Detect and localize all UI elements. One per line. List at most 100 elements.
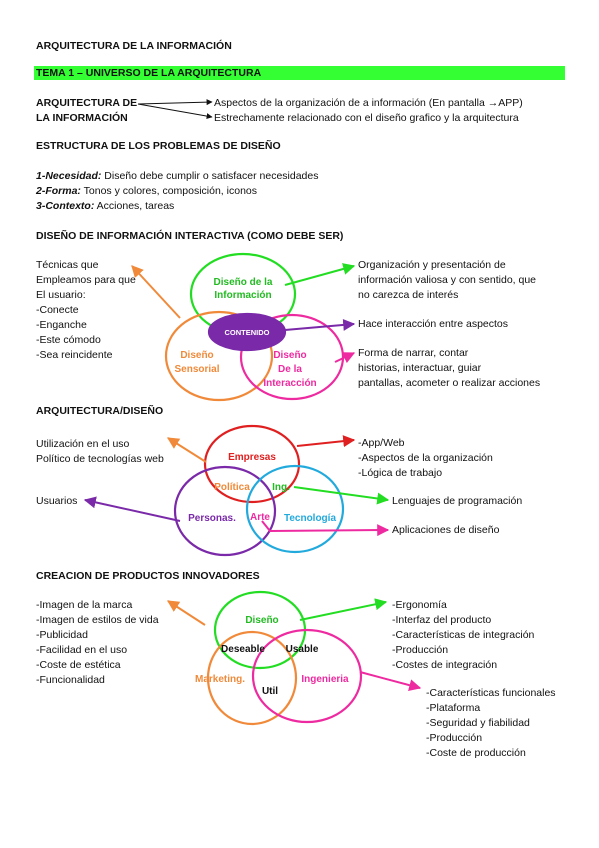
creacion-bottom-list: -Características funcionales -Plataforma… [426,686,556,761]
list-item: -Características funcionales [426,687,556,699]
arrow [83,496,181,522]
circle-right-line3: Interacción [263,378,316,389]
circle-right-line1: Diseño [273,350,306,361]
arq-point-1: Aspectos de la organización de a informa… [214,97,523,109]
diseno-label: Diseño [245,615,278,626]
arqdis-left-bottom: Usuarios [36,495,78,507]
list-item: -Producción [426,732,483,744]
list-item: -Ergonomía [392,599,447,611]
interactiva-heading: DISEÑO DE INFORMACIÓN INTERACTIVA (COMO … [36,230,344,242]
personas-label: Personas. [188,513,236,524]
arrow [284,263,356,286]
topic-banner [34,66,565,80]
list-item: Utilización en el uso [36,438,130,450]
usable-label: Usable [286,644,319,655]
circle-left-line2: Sensorial [174,364,219,375]
list-item: -Conecte [36,304,79,316]
estructura-item-2: 2-Forma: Tonos y colores, composición, i… [36,185,257,197]
ingenieria-label: Ingenieria [301,674,349,685]
list-item: Técnicas que [36,259,99,271]
interactiva-right-top: Organización y presentación de informaci… [358,258,536,303]
list-item: -App/Web [358,437,405,449]
arrow [137,99,213,106]
list-item: -Lógica de trabajo [358,467,443,479]
creacion-heading: CREACION DE PRODUCTOS INNOVADORES [36,570,260,582]
arrow [284,318,356,331]
arqdis-left-top: Utilización en el uso Político de tecnol… [36,437,164,467]
arrow [166,437,207,463]
document-title: ARQUITECTURA DE LA INFORMACIÓN [36,40,232,52]
list-item: Forma de narrar, contar [358,347,469,359]
circle-ingenieria [251,628,363,724]
list-item: Empleamos para que [36,274,136,286]
list-item: -Imagen de estilos de vida [36,614,159,626]
list-item: -Enganche [36,319,87,331]
arte-label: Arte [250,512,270,523]
circle-right-line2: De la [278,364,302,375]
estructura-item-label: 1-Necesidad: [36,170,102,182]
arqdis-heading: ARQUITECTURA/DISEÑO [36,405,164,417]
arrow [359,671,422,692]
arq-label-line1: ARQUITECTURA DE [36,97,138,109]
estructura-item-3: 3-Contexto: Acciones, tareas [36,200,175,212]
ing-label: Ing. [272,482,290,493]
circle-empresas [203,424,301,504]
arrow [137,103,213,120]
list-item: -Imagen de la marca [36,599,133,611]
list-item: -Sea reincidente [36,349,113,361]
arrow [261,520,390,537]
list-item: -Coste de estética [36,659,121,671]
arrow [299,598,388,621]
interactiva-diagram [131,252,356,402]
util-label: Util [262,686,278,697]
arq-label-line2: LA INFORMACIÓN [36,112,128,124]
arrow [296,435,356,448]
list-item: información valiosa y con sentido, que [358,274,537,286]
estructura-heading: ESTRUCTURA DE LOS PROBLEMAS DE DISEÑO [36,140,281,152]
topic-banner-text: TEMA 1 – UNIVERSO DE LA ARQUITECTURA [36,67,262,79]
interactiva-left-list: Técnicas que Empleamos para que El usuar… [36,258,136,363]
arqdis-diagram [83,424,390,557]
circle-marketing [206,630,298,726]
arq-point-2: Estrechamente relacionado con el diseño … [214,112,519,124]
tecnologia-label: Tecnología [284,513,336,524]
creacion-right-list: -Ergonomía -Interfaz del producto -Carac… [392,598,534,673]
circle-top-line1: Diseño de la [214,277,273,288]
arqdis-right-bottom: Aplicaciones de diseño [392,524,500,536]
creacion-left-list: -Imagen de la marca -Imagen de estilos d… [36,598,159,688]
estructura-item-1: 1-Necesidad: Diseño debe cumplir o satis… [36,170,319,182]
arqdis-labels: Empresas Política Ing. Personas. Arte Te… [188,452,336,524]
circle-diseno-sensorial [164,310,274,402]
list-item: El usuario: [36,289,86,301]
arqdis-right-top: -App/Web -Aspectos de la organización -L… [358,436,493,481]
arrow [131,265,181,319]
deseable-label: Deseable [221,644,265,655]
list-item: -Facilidad en el uso [36,644,128,656]
list-item: Político de tecnologías web [36,453,164,465]
list-item: -Características de integración [392,629,535,641]
list-item: -Interfaz del producto [392,614,492,626]
estructura-item-label: 3-Contexto: [36,200,95,212]
creacion-diagram [166,590,422,726]
list-item: -Publicidad [36,629,88,641]
list-item: pantallas, acometer o realizar acciones [358,377,541,389]
list-item: -Producción [392,644,449,656]
circle-left-line1: Diseño [180,350,213,361]
interactiva-labels: Diseño de la Información Diseño Sensoria… [174,277,316,389]
list-item: no carezca de interés [358,289,459,301]
politica-label: Política [214,482,250,493]
arrow [334,352,356,364]
contenido-ellipse [207,312,287,352]
circle-personas [173,465,277,557]
circle-top-line2: Información [214,290,271,301]
list-item: -Este cómodo [36,334,101,346]
list-item: -Aspectos de la organización [358,452,493,464]
circle-tecnologia [245,464,345,554]
empresas-label: Empresas [228,452,276,463]
creacion-labels: Diseño Deseable Usable Marketing. Util I… [195,615,349,697]
arqdis-right-mid: Lenguajes de programación [392,495,523,507]
arq-arrows [137,99,213,120]
interactiva-right-bottom: Forma de narrar, contar historias, inter… [358,346,540,391]
arrow [166,600,206,626]
